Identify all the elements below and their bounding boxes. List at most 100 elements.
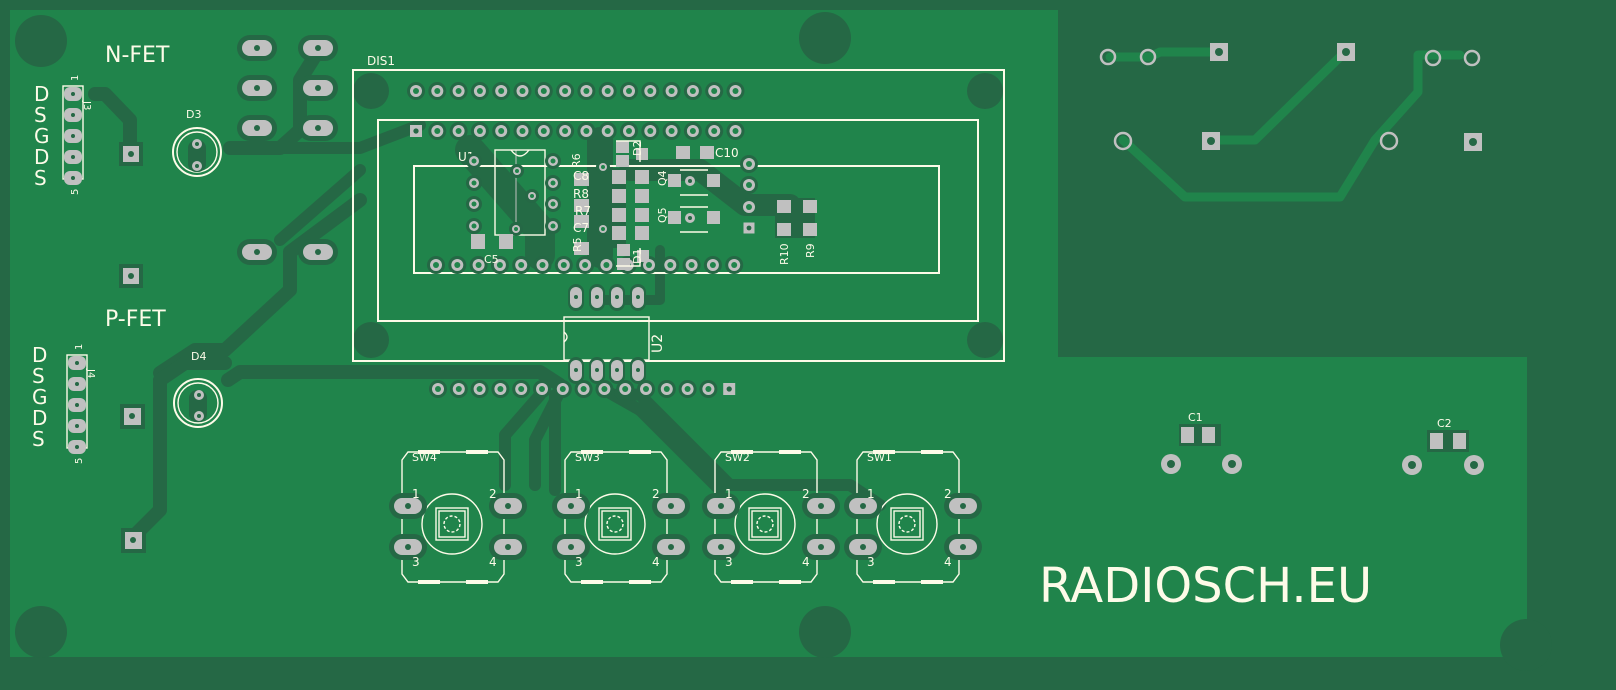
module-pin[interactable] xyxy=(512,380,531,398)
u2-pin[interactable] xyxy=(609,284,625,311)
display-pin-square[interactable] xyxy=(410,125,422,137)
header-pin[interactable] xyxy=(68,419,86,433)
u1-ic[interactable]: U1 xyxy=(458,149,610,236)
via[interactable] xyxy=(596,222,610,236)
via[interactable] xyxy=(525,189,539,203)
via[interactable] xyxy=(596,160,610,174)
display-pin[interactable] xyxy=(683,122,702,140)
u2-pin[interactable] xyxy=(568,357,584,384)
fet-socket-pad[interactable] xyxy=(237,75,277,101)
display-pin[interactable] xyxy=(577,122,596,140)
display-pin[interactable] xyxy=(662,82,681,100)
header-pin-rows[interactable] xyxy=(407,82,758,398)
display-pin[interactable] xyxy=(556,82,575,100)
square-pad[interactable] xyxy=(1210,43,1228,61)
display-pin[interactable] xyxy=(598,122,617,140)
module-pin[interactable] xyxy=(682,256,701,274)
d3-led[interactable]: D3 xyxy=(172,108,222,177)
header-pin[interactable] xyxy=(68,440,86,454)
display-pin[interactable] xyxy=(620,82,638,100)
switch-pin[interactable] xyxy=(802,493,840,519)
switch-pin[interactable] xyxy=(652,493,690,519)
via[interactable] xyxy=(510,164,524,178)
square-pad[interactable] xyxy=(1202,132,1220,150)
module-pin[interactable] xyxy=(554,256,573,274)
j3-header[interactable]: 1 5 J3 xyxy=(62,75,92,195)
module-pin[interactable] xyxy=(429,380,447,398)
display-pin[interactable] xyxy=(513,82,532,100)
display-pin[interactable] xyxy=(683,82,702,100)
display-pin[interactable] xyxy=(449,122,468,140)
u1-pin[interactable] xyxy=(466,153,482,169)
fet-socket-pad[interactable] xyxy=(237,35,277,61)
header-pin[interactable] xyxy=(64,87,82,101)
display-pin[interactable] xyxy=(407,82,425,100)
c1-capacitor[interactable]: C1 xyxy=(1161,411,1242,474)
module-pin[interactable] xyxy=(427,256,445,274)
module-pin[interactable] xyxy=(740,176,758,194)
module-pin[interactable] xyxy=(470,380,489,398)
fet-socket-pad[interactable] xyxy=(298,115,338,141)
module-pin[interactable] xyxy=(657,380,676,398)
through-hole-pad[interactable] xyxy=(1463,49,1481,67)
through-hole-pad[interactable] xyxy=(1113,131,1133,151)
right-region-pads[interactable] xyxy=(1099,43,1482,151)
display-pin[interactable] xyxy=(470,82,489,100)
module-pin[interactable] xyxy=(703,256,722,274)
u2-pin[interactable] xyxy=(568,284,584,311)
fet-socket-pad[interactable] xyxy=(298,75,338,101)
through-hole-pad[interactable] xyxy=(1099,48,1117,66)
header-pin[interactable] xyxy=(68,356,86,370)
c10-capacitor[interactable]: C10 xyxy=(676,146,739,160)
header-pin[interactable] xyxy=(68,398,86,412)
header-pin[interactable] xyxy=(64,150,82,164)
module-pin[interactable] xyxy=(725,256,744,274)
d2-diode[interactable]: D2 xyxy=(616,140,648,167)
display-pin[interactable] xyxy=(470,122,489,140)
u2-pin[interactable] xyxy=(630,357,646,384)
d4-led[interactable]: D4 xyxy=(173,350,223,428)
u2-pin[interactable] xyxy=(630,284,646,311)
display-pin[interactable] xyxy=(492,82,511,100)
u2-ic[interactable]: U2 xyxy=(563,284,666,384)
module-pin[interactable] xyxy=(449,380,468,398)
u1-pin[interactable] xyxy=(545,196,561,212)
module-pin[interactable] xyxy=(576,256,595,274)
q5-transistor[interactable]: Q5 xyxy=(656,206,720,233)
switch-pin[interactable] xyxy=(802,534,840,560)
module-pin[interactable] xyxy=(533,256,552,274)
u2-pin[interactable] xyxy=(589,357,605,384)
pfet-square-pad-bottom[interactable] xyxy=(121,528,146,553)
q4-transistor[interactable]: Q4 xyxy=(656,169,720,196)
module-pin[interactable] xyxy=(533,380,551,398)
module-pin[interactable] xyxy=(469,256,488,274)
display-pin[interactable] xyxy=(662,122,681,140)
nfet-square-pad[interactable] xyxy=(119,142,143,166)
switch-pin[interactable] xyxy=(652,534,690,560)
switch-pin[interactable] xyxy=(552,493,590,519)
module-pin-square[interactable] xyxy=(723,383,736,395)
switch-pin[interactable] xyxy=(389,493,427,519)
display-pin[interactable] xyxy=(620,122,638,140)
switch-pin[interactable] xyxy=(552,534,590,560)
fet-socket-pad[interactable] xyxy=(237,239,277,265)
u1-pin[interactable] xyxy=(545,218,561,234)
module-pin[interactable] xyxy=(553,380,572,398)
u1-pin[interactable] xyxy=(545,153,561,169)
module-pin[interactable] xyxy=(448,256,467,274)
via[interactable] xyxy=(509,222,523,236)
u1-pin[interactable] xyxy=(545,175,561,191)
display-pin[interactable] xyxy=(705,122,724,140)
module-pin[interactable] xyxy=(740,198,758,216)
display-pin[interactable] xyxy=(705,82,724,100)
fet-socket-pad[interactable] xyxy=(298,239,338,265)
switch-pin[interactable] xyxy=(489,493,527,519)
u2-pin[interactable] xyxy=(609,357,625,384)
display-pin[interactable] xyxy=(534,82,553,100)
pfet-square-pad-mid[interactable] xyxy=(120,404,145,429)
c5-capacitor[interactable]: C5 xyxy=(471,234,513,266)
smd-column[interactable] xyxy=(612,168,649,248)
switch-pin[interactable] xyxy=(702,534,740,560)
